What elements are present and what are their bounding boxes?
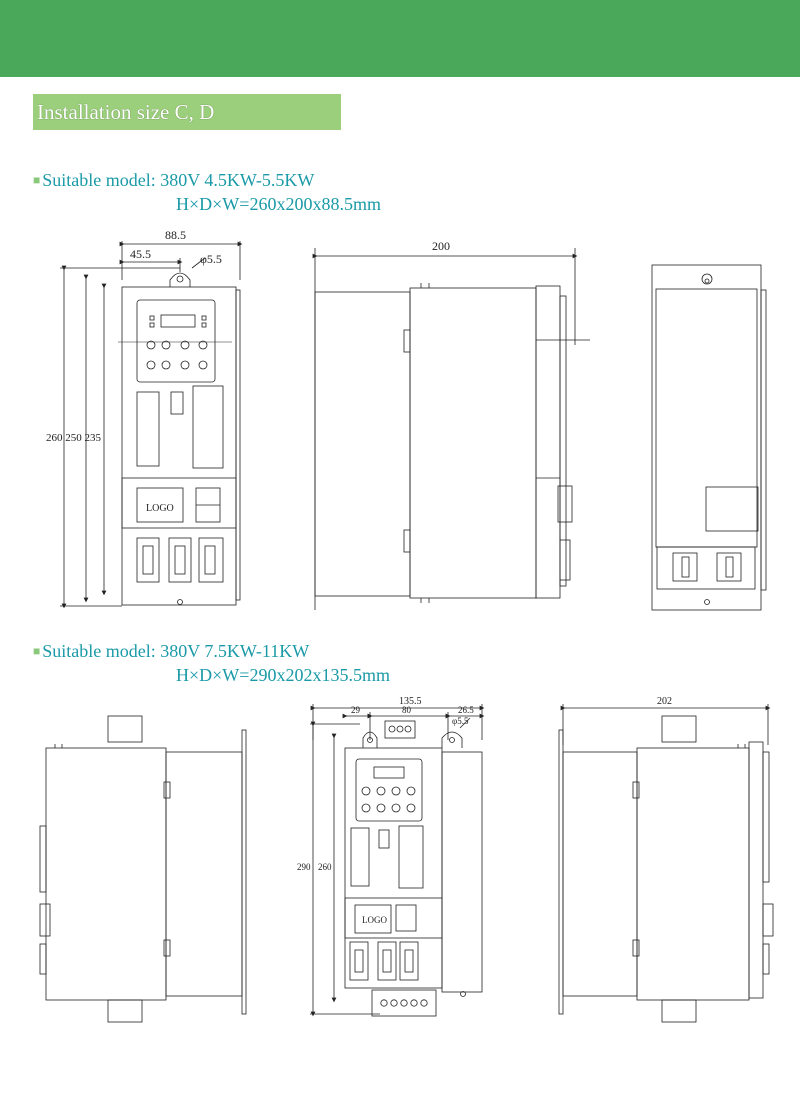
- model-2-right-side-view: [558, 704, 774, 1023]
- m1-heights-label: 260 250 235: [46, 432, 102, 444]
- m1-hole-offset-label: 45.5: [130, 247, 151, 261]
- model-1-line: ■Suitable model: 380V 4.5KW-5.5KW: [33, 170, 314, 191]
- m2-height-inner-label: 260: [318, 862, 332, 872]
- m1-hole-dia-label: φ5.5: [200, 252, 222, 266]
- m1-depth-label: 200: [432, 239, 450, 253]
- bullet-square-icon: ■: [33, 173, 41, 187]
- m2-depth-label: 202: [657, 696, 672, 707]
- model-2-line: ■Suitable model: 380V 7.5KW-11KW: [33, 641, 309, 662]
- m2-logo-text: LOGO: [362, 915, 387, 925]
- model-2-dimensions: H×D×W=290x202x135.5mm: [176, 665, 390, 685]
- m2-right-offset-label: 26.5: [458, 705, 474, 715]
- m1-logo-text: LOGO: [146, 503, 174, 514]
- m2-height-total-label: 290: [297, 862, 311, 872]
- bullet-square-icon: ■: [33, 644, 41, 658]
- model-1-suitable: Suitable model: 380V 4.5KW-5.5KW: [42, 170, 315, 190]
- model-1-dimensions: H×D×W=260x200x88.5mm: [176, 194, 381, 214]
- m2-hole-spacing-label: 80: [402, 705, 412, 715]
- header-bar: [0, 0, 800, 77]
- m2-left-offset-label: 29: [351, 705, 361, 715]
- model-1-side-view: [312, 248, 590, 610]
- model-2-left-side-view: [39, 715, 247, 1023]
- m1-width-total-label: 88.5: [165, 228, 186, 242]
- section-title: Installation size C, D: [33, 94, 341, 130]
- model-1-front-view: [60, 241, 243, 609]
- model-1-back-view: [651, 264, 767, 611]
- model-2-suitable: Suitable model: 380V 7.5KW-11KW: [42, 641, 310, 661]
- model-2-front-view: [310, 704, 485, 1017]
- m2-hole-dia-label: φ5.5: [452, 716, 469, 726]
- m2-width-total-label: 135.5: [399, 696, 422, 707]
